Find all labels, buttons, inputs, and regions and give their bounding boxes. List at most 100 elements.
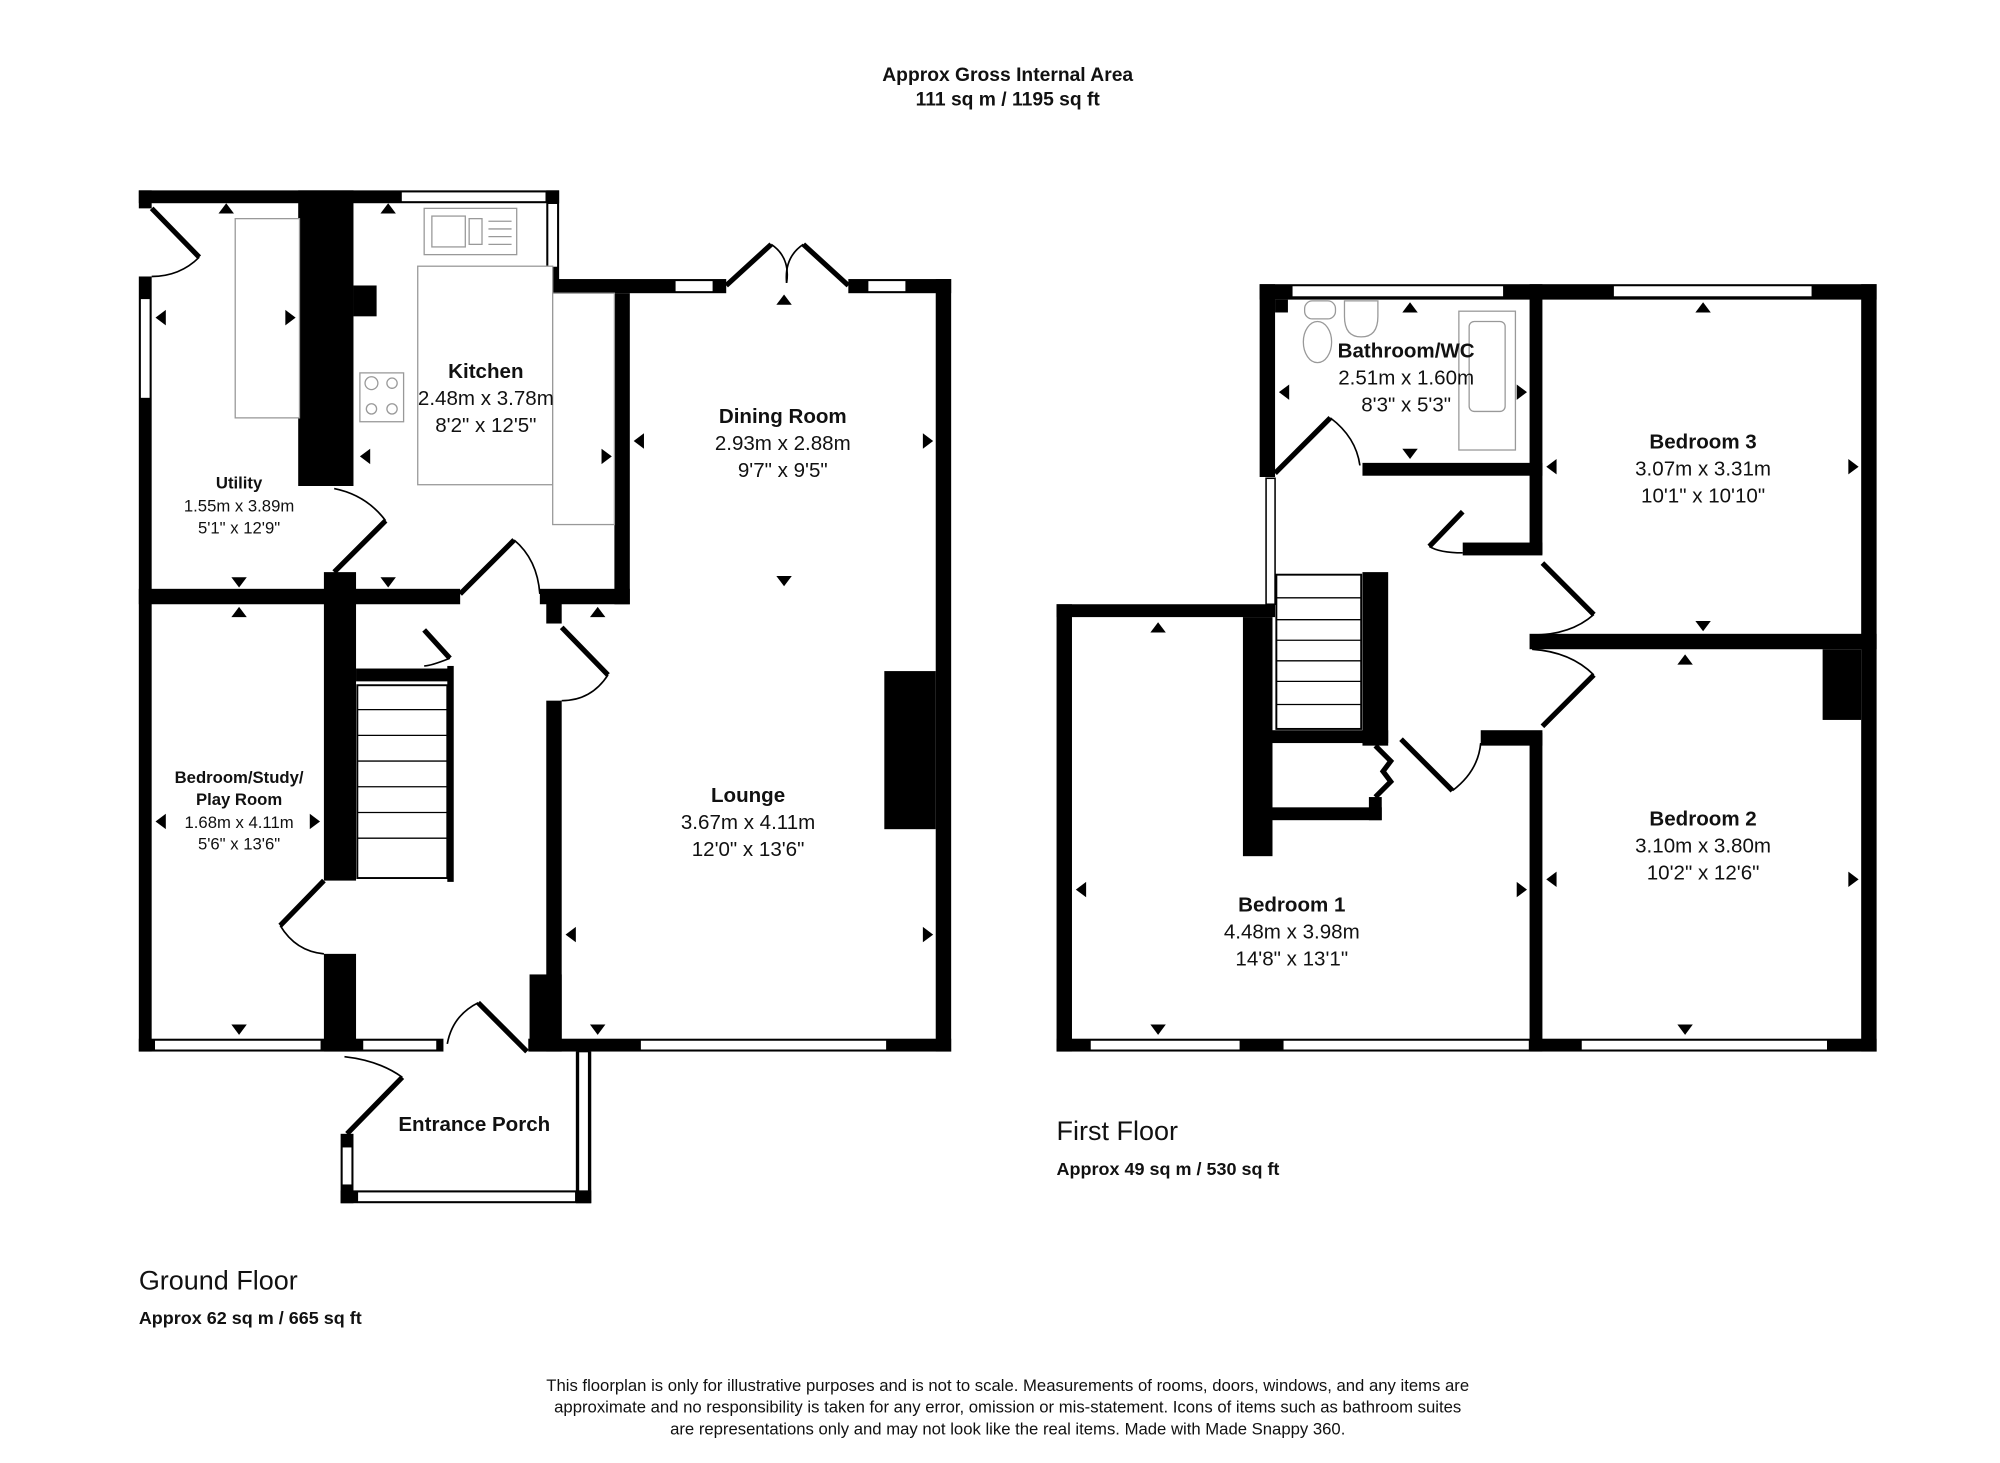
svg-text:10'2" x 12'6": 10'2" x 12'6" — [1647, 861, 1760, 884]
measurement-arrows — [155, 203, 934, 1035]
wall — [614, 293, 630, 605]
window — [866, 279, 907, 293]
svg-text:are representations only and m: are representations only and may not loo… — [670, 1420, 1345, 1439]
room-lounge: Lounge 3.67m x 4.11m 12'0" x 13'6" — [681, 784, 815, 861]
wall — [1529, 284, 1543, 555]
svg-text:Play Room: Play Room — [196, 790, 282, 809]
svg-text:2.93m x 2.88m: 2.93m x 2.88m — [715, 432, 851, 455]
wall — [1861, 284, 1877, 1052]
window — [674, 279, 715, 293]
room-bedroom-1: Bedroom 1 4.48m x 3.98m 14'8" x 13'1" — [1224, 893, 1360, 970]
wall — [1529, 633, 1877, 650]
svg-text:3.10m x 3.80m: 3.10m x 3.80m — [1635, 834, 1771, 857]
wall — [138, 190, 152, 209]
door[interactable] — [1427, 509, 1465, 554]
door[interactable] — [1273, 416, 1361, 475]
staircase — [356, 665, 454, 882]
room-entrance-porch: Entrance Porch — [398, 1113, 550, 1136]
svg-text:14'8" x 13'1": 14'8" x 13'1" — [1235, 947, 1348, 970]
window — [400, 190, 548, 203]
wall — [323, 572, 357, 881]
disclaimer: This floorplan is only for illustrative … — [546, 1376, 1469, 1439]
svg-text:5'6" x 13'6": 5'6" x 13'6" — [198, 835, 280, 854]
svg-text:8'3" x 5'3": 8'3" x 5'3" — [1361, 393, 1451, 416]
door[interactable] — [278, 878, 326, 955]
svg-text:1.55m x 3.89m: 1.55m x 3.89m — [184, 497, 294, 516]
wall — [1242, 617, 1273, 857]
svg-text:3.07m x 3.31m: 3.07m x 3.31m — [1635, 458, 1771, 481]
window — [361, 1039, 438, 1052]
room-bedroom-3: Bedroom 3 3.07m x 3.31m 10'1" x 10'10" — [1635, 431, 1771, 508]
wall — [546, 591, 562, 624]
front-door[interactable] — [446, 1000, 529, 1054]
wall — [1056, 604, 1072, 1052]
window — [1612, 284, 1814, 298]
chimney-breast — [1822, 649, 1862, 720]
svg-text:3.67m x 4.11m: 3.67m x 4.11m — [681, 811, 815, 834]
sink-icon — [423, 207, 518, 256]
svg-text:Bedroom/Study/: Bedroom/Study/ — [175, 768, 304, 787]
wall — [138, 276, 152, 1052]
worktop — [552, 292, 616, 526]
cupboard-door[interactable] — [1373, 743, 1395, 799]
svg-text:Bedroom 2: Bedroom 2 — [1649, 807, 1756, 830]
wall — [138, 588, 461, 605]
first-floor-area: Approx 49 sq m / 530 sq ft — [1057, 1159, 1280, 1179]
door[interactable] — [1532, 561, 1596, 636]
room-bathroom-wc: Bathroom/WC 2.51m x 1.60m 8'3" x 5'3" — [1338, 339, 1475, 416]
first-floor-plan: Bathroom/WC 2.51m x 1.60m 8'3" x 5'3" Be… — [1056, 284, 1877, 1052]
wall — [1529, 732, 1543, 1052]
entrance-porch — [340, 1050, 592, 1204]
svg-text:4.48m x 3.98m: 4.48m x 3.98m — [1224, 920, 1360, 943]
toilet-icon — [1302, 300, 1337, 364]
door[interactable] — [422, 628, 452, 667]
room-utility: Utility 1.55m x 3.89m 5'1" x 12'9" — [184, 474, 294, 538]
svg-text:8'2" x 12'5": 8'2" x 12'5" — [435, 414, 536, 437]
ground-floor-area: Approx 62 sq m / 665 sq ft — [139, 1308, 362, 1328]
header-title: Approx Gross Internal Area — [882, 65, 1133, 86]
svg-text:2.51m x 1.60m: 2.51m x 1.60m — [1338, 366, 1474, 389]
window — [1291, 284, 1505, 298]
wall — [539, 588, 630, 605]
svg-text:approximate and no responsibil: approximate and no responsibility is tak… — [554, 1398, 1461, 1417]
staircase — [1275, 573, 1363, 730]
wall — [1272, 730, 1389, 744]
wall — [1362, 572, 1389, 746]
window — [153, 1039, 323, 1052]
wall — [1480, 730, 1543, 746]
window — [1265, 477, 1276, 606]
svg-text:5'1" x 12'9": 5'1" x 12'9" — [198, 519, 280, 538]
svg-text:This floorplan is only for ill: This floorplan is only for illustrative … — [546, 1376, 1469, 1395]
door[interactable] — [559, 625, 610, 702]
wall — [546, 700, 562, 1052]
window — [546, 202, 559, 269]
basin-icon — [1343, 300, 1379, 338]
window — [1580, 1039, 1829, 1052]
door[interactable] — [332, 487, 388, 574]
svg-text:Lounge: Lounge — [711, 784, 785, 807]
room-bedroom-2: Bedroom 2 3.10m x 3.80m 10'2" x 12'6" — [1635, 807, 1771, 884]
door[interactable] — [458, 538, 541, 596]
chimney-breast — [884, 671, 936, 830]
measurement-arrows — [1075, 302, 1859, 1035]
wall — [1056, 604, 1276, 618]
window — [1282, 1039, 1531, 1052]
door[interactable] — [1399, 737, 1482, 793]
wall — [529, 974, 562, 1052]
door[interactable] — [1532, 648, 1596, 729]
first-floor-label: First Floor — [1057, 1116, 1178, 1146]
svg-text:10'1" x 10'10": 10'1" x 10'10" — [1641, 485, 1765, 508]
wall — [1259, 284, 1276, 478]
wall — [323, 953, 357, 1052]
room-bedroom-study-play-room: Bedroom/Study/ Play Room 1.68m x 4.11m 5… — [175, 768, 304, 854]
svg-text:1.68m x 4.11m: 1.68m x 4.11m — [185, 813, 294, 832]
svg-text:9'7" x 9'5": 9'7" x 9'5" — [738, 459, 828, 482]
ground-floor-plan: Kitchen 2.48m x 3.78m 8'2" x 12'5" Dinin… — [138, 190, 952, 1204]
door[interactable] — [149, 206, 202, 278]
window — [639, 1039, 888, 1052]
svg-text:Bedroom 1: Bedroom 1 — [1238, 893, 1345, 916]
ground-floor-label: Ground Floor — [139, 1265, 298, 1295]
wall — [1362, 462, 1543, 476]
french-doors[interactable] — [724, 242, 851, 288]
